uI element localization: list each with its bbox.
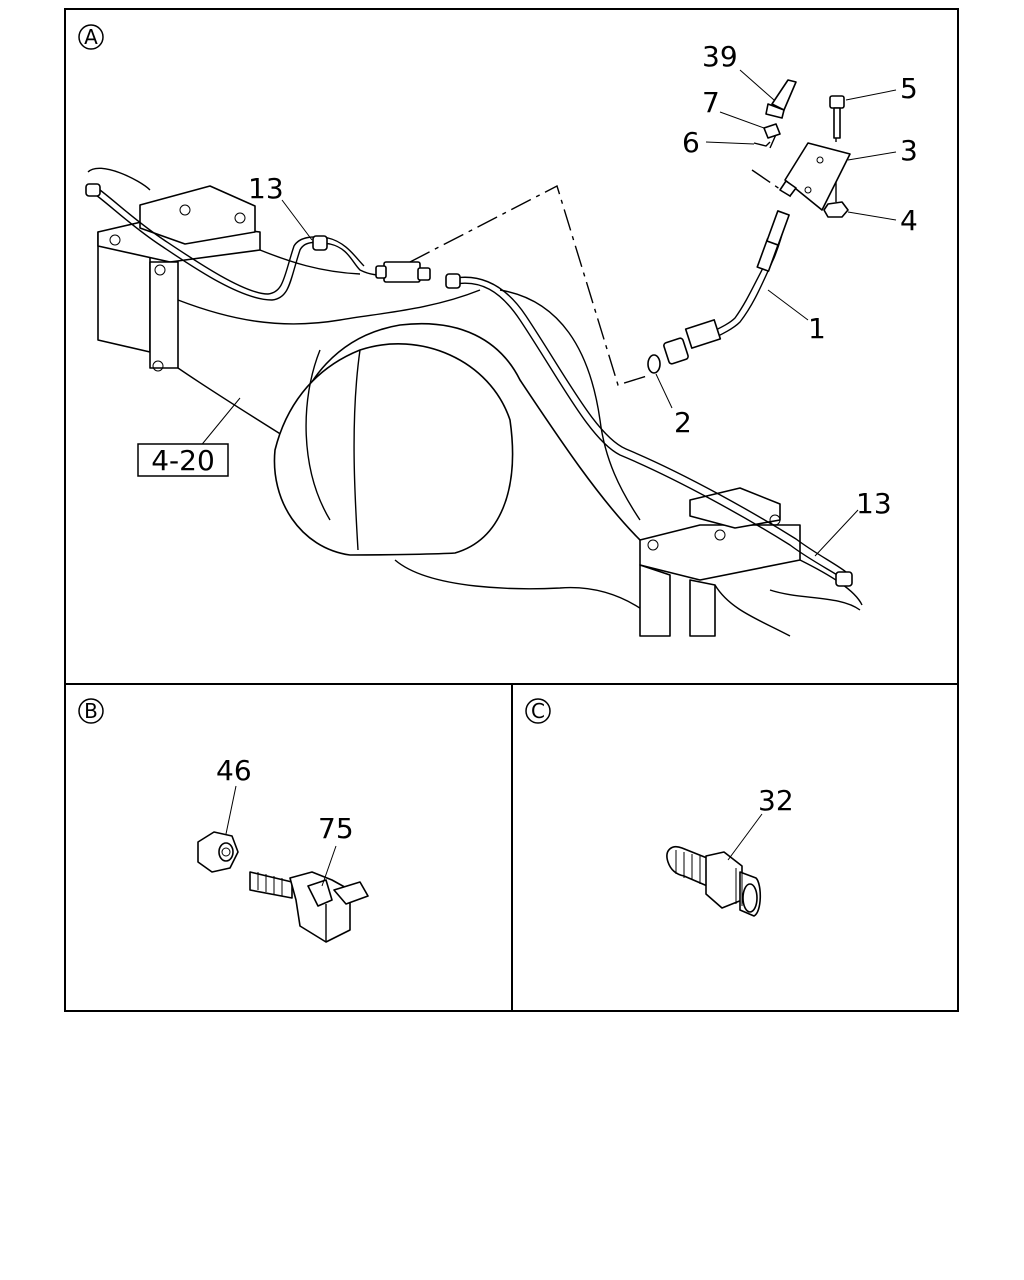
callout-2: 2: [674, 406, 692, 439]
reference-box-label: 4-20: [151, 444, 215, 477]
hex-nut-46: [197, 831, 239, 873]
callout-6: 6: [682, 126, 700, 159]
brake-pipe-right: [454, 276, 853, 587]
panel-c-marker: C: [525, 698, 551, 724]
leader-32: [727, 813, 763, 861]
brake-pipe-left: [85, 183, 386, 301]
nut: [823, 201, 849, 218]
bolt: [829, 95, 845, 139]
callout-46: 46: [216, 754, 252, 787]
callout-32: 32: [758, 784, 794, 817]
callout-3: 3: [900, 134, 918, 167]
right-pad: [689, 487, 781, 529]
callout-39: 39: [702, 40, 738, 73]
reference-box: 4-20: [137, 443, 229, 477]
panel-c-letter: C: [531, 699, 545, 723]
bleeder-cap: [765, 79, 797, 119]
callout-13-left: 13: [248, 172, 284, 205]
assembly-line-hose: [409, 184, 651, 386]
elbow-union-75: [249, 871, 369, 943]
left-pad: [139, 185, 256, 245]
panel-a-letter: A: [84, 25, 98, 49]
left-spring-seat-side: [149, 261, 179, 369]
adapter-fitting-32: [666, 846, 762, 917]
differential-cone: [273, 343, 514, 556]
clip: [753, 141, 771, 147]
axle-housing: [87, 167, 863, 637]
callout-1: 1: [808, 312, 826, 345]
callout-7: 7: [702, 86, 720, 119]
panel-a-marker: A: [78, 24, 104, 50]
leader-46: [225, 785, 237, 835]
leader-lines-a: [198, 69, 897, 557]
flexible-hose: [663, 210, 790, 365]
right-spring-seat-top: [639, 524, 801, 581]
callout-75: 75: [318, 812, 354, 845]
panel-b-marker: B: [78, 698, 104, 724]
bracket: [784, 142, 851, 211]
callout-5: 5: [900, 72, 918, 105]
three-way-connector: [375, 261, 461, 289]
callout-13-right: 13: [856, 487, 892, 520]
leader-75: [321, 845, 337, 887]
washer: [647, 354, 661, 374]
panel-b-letter: B: [84, 699, 98, 723]
callout-4: 4: [900, 204, 918, 237]
lock-nut: [763, 123, 781, 139]
